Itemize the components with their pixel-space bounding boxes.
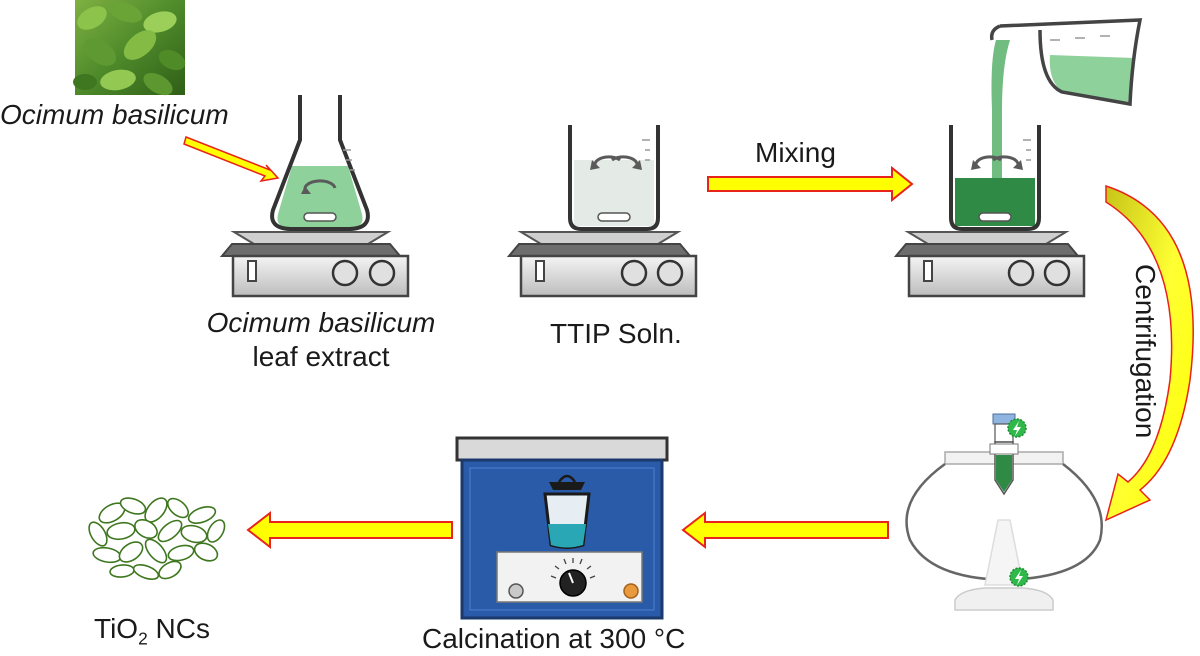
mixed-beaker — [949, 125, 1041, 231]
extract-name: Ocimum basilicum — [206, 307, 436, 338]
calcination-label: Calcination at 300 °C — [422, 623, 686, 654]
furnace — [455, 436, 669, 620]
hotplate-2 — [506, 231, 698, 298]
hotplate-3 — [893, 231, 1086, 298]
tio2-nanocrystals — [88, 497, 226, 580]
extract-suffix: leaf extract — [252, 341, 390, 372]
erlenmeyer-flask — [270, 95, 370, 231]
centrifugation-label: Centrifugation — [1130, 264, 1161, 439]
product-label: TiO2 NCs — [94, 612, 210, 649]
extract-label: Ocimum basilicum leaf extract — [190, 306, 452, 374]
basil-leaves-image — [73, 0, 186, 96]
product-subscript: 2 — [138, 628, 148, 649]
hotplate-1 — [219, 231, 410, 298]
lightning-badge-icon-2 — [1009, 567, 1029, 587]
centrifugation-arrow — [1104, 184, 1194, 522]
arrow-to-furnace — [681, 510, 889, 550]
arrow-to-product — [246, 510, 453, 550]
plant-name-label: Ocimum basilicum — [0, 99, 229, 130]
product-tail: NCs — [147, 613, 210, 644]
ttip-beaker — [568, 125, 660, 231]
mixing-label: Mixing — [755, 137, 836, 168]
centrifuge — [905, 413, 1103, 611]
lightning-badge-icon — [1007, 418, 1027, 438]
pouring-beaker — [989, 18, 1143, 210]
product-main: TiO — [94, 613, 139, 644]
mixing-arrow — [707, 165, 914, 203]
ttip-label: TTIP Soln. — [550, 318, 682, 349]
arrow-to-flask — [183, 136, 280, 183]
